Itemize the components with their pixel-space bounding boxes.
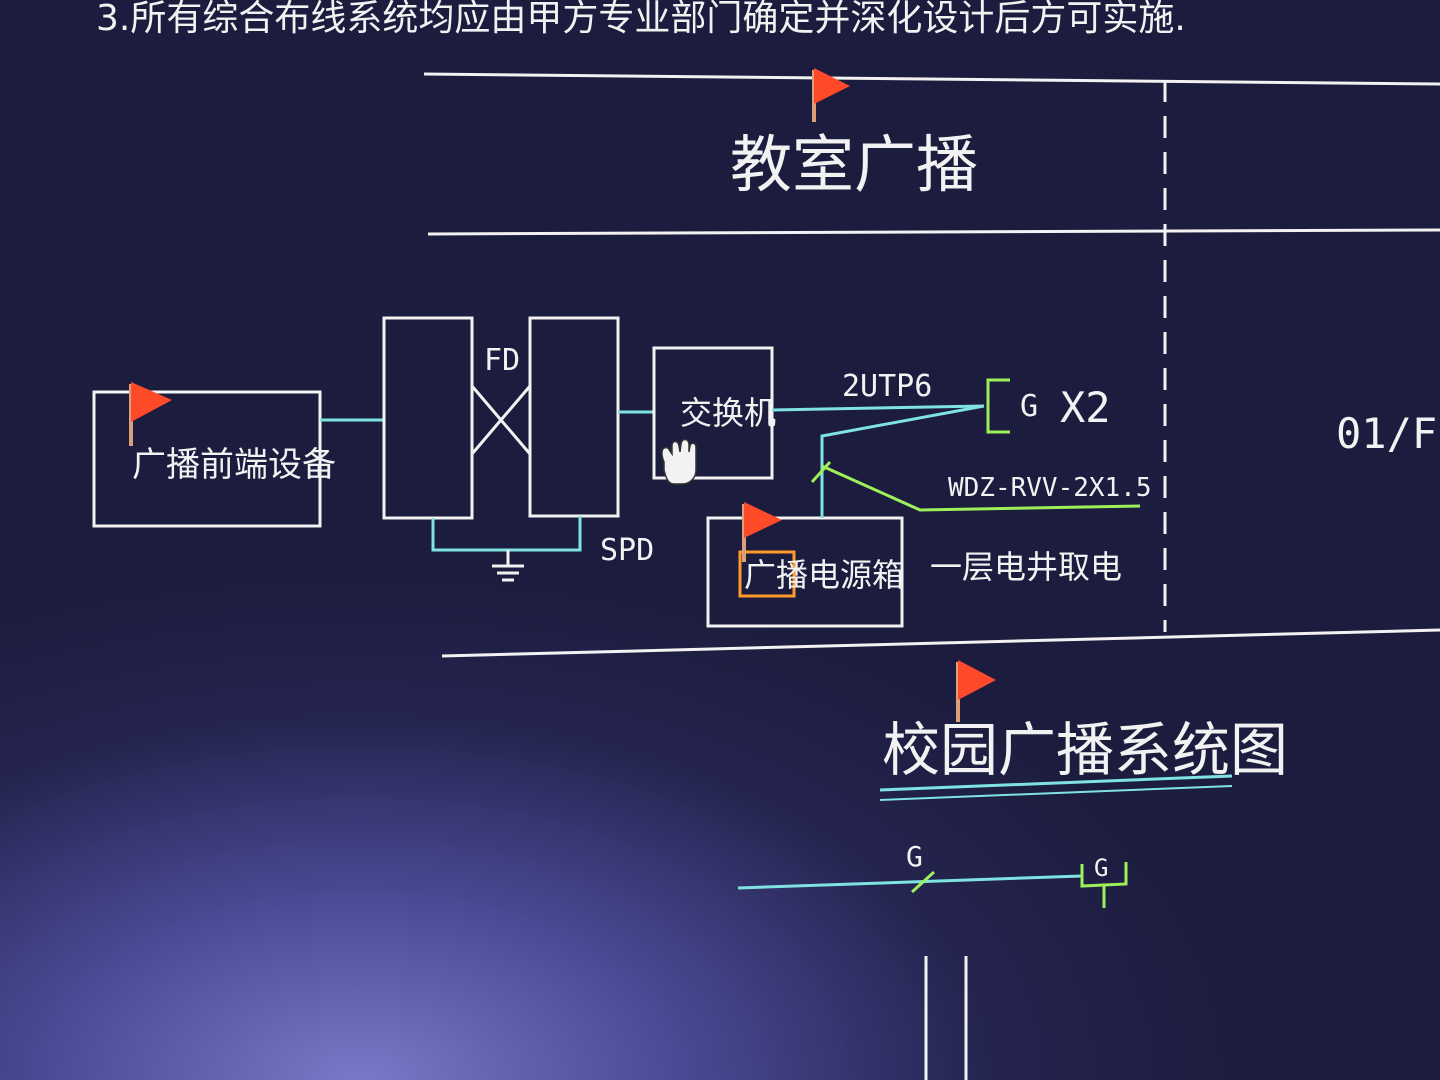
power-source-label: 一层电井取电	[930, 548, 1122, 586]
broadcast-power-box[interactable]	[706, 516, 904, 628]
data-cable-line	[771, 404, 985, 412]
speaker-count: X2	[1060, 383, 1111, 432]
fd-cabinet-right[interactable]	[528, 316, 620, 518]
legend-line-tick	[910, 870, 936, 894]
ground-icon	[492, 550, 524, 582]
flag-marker-icon[interactable]	[742, 502, 782, 562]
frame-header-line	[427, 228, 1440, 236]
power-to-speaker-wire	[820, 404, 985, 518]
fd-cross-link-b	[470, 385, 532, 455]
power-cable-label: WDZ-RVV-2X1.5	[948, 473, 1152, 503]
network-switch-box[interactable]	[652, 346, 774, 480]
front-end-device-label: 广播前端设备	[132, 445, 336, 485]
diagram-title: 校园广播系统图	[882, 716, 1288, 784]
hand-cursor-icon	[661, 438, 697, 485]
power-cable-line	[821, 464, 1141, 512]
front-end-device-box[interactable]	[92, 390, 322, 528]
title-underline-thick	[879, 774, 1233, 792]
fd-cabinet-left[interactable]	[382, 316, 474, 520]
fd-label: FD	[484, 343, 520, 378]
spd-ground-wire	[431, 516, 582, 552]
flag-marker-icon[interactable]	[812, 68, 850, 122]
speaker-icon[interactable]	[986, 378, 1010, 434]
title-underline-thin	[879, 785, 1233, 801]
power-cable-tick	[810, 460, 832, 484]
legend-line-tag: G	[906, 840, 923, 873]
design-note: 3.所有综合布线系统均应由甲方专业部门确定并深化设计后方可实施.	[96, 0, 1186, 39]
frame-bottom-line	[441, 628, 1440, 658]
data-cable-label: 2UTP6	[842, 369, 932, 404]
spd-label: SPD	[600, 533, 654, 568]
legend-line	[737, 874, 1083, 890]
floor-label: 01/F	[1336, 409, 1437, 458]
flag-marker-icon[interactable]	[956, 660, 996, 722]
legend-speaker-icon	[1080, 862, 1128, 888]
flag-marker-icon[interactable]	[129, 382, 172, 446]
network-switch-label: 交换机	[680, 394, 776, 432]
speaker-tag: G	[1020, 389, 1038, 424]
selection-highlight	[738, 550, 796, 598]
section-title: 教室广播	[730, 128, 978, 201]
frame-top-line	[423, 72, 1440, 86]
broadcast-power-box-label: 广播电源箱	[744, 556, 904, 594]
legend-speaker-tag: G	[1094, 854, 1108, 882]
